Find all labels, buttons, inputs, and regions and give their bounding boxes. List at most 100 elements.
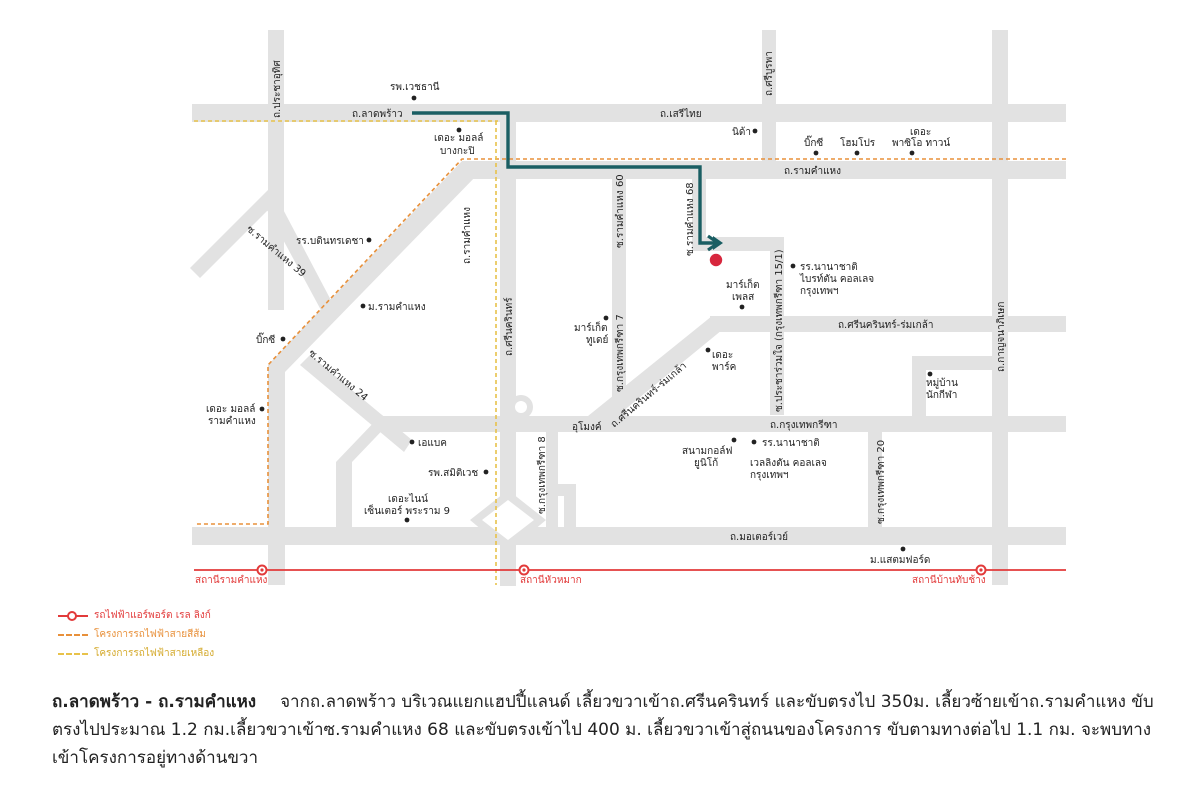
poi-the-nine-2: เซ็นเตอร์ พระราม 9 bbox=[364, 503, 450, 517]
label-seri-thai: ถ.เสรีไทย bbox=[660, 108, 702, 120]
road-nakkila bbox=[912, 356, 1008, 370]
interchange-hole bbox=[482, 500, 534, 540]
road-soi-ram39 bbox=[190, 186, 282, 278]
poi-dot-icon bbox=[366, 237, 372, 243]
legend-airport-link: รถไฟฟ้าแอร์พอร์ต เรล ลิงก์ bbox=[58, 606, 214, 625]
label-soi-pracharuamjai: ซ.ประชาร่วมใจ (กรุงเทพกรีฑา 15/1) bbox=[773, 249, 785, 412]
poi-the-mall-ram-1: เดอะ มอลล์ bbox=[206, 403, 255, 415]
poi-the-nine-1: เดอะไนน์ bbox=[388, 493, 428, 505]
road-srinakarin-romklao-diag bbox=[588, 316, 722, 430]
poi-dot-icon bbox=[909, 150, 915, 156]
road-connector-left bbox=[336, 462, 352, 532]
destination-marker-icon bbox=[709, 253, 723, 267]
label-kanchanaphisek: ถ.กาญจนาภิเษก bbox=[996, 302, 1007, 372]
road-soi-ram39-b bbox=[266, 196, 334, 312]
label-soi-ram68: ซ.รามคำแหง 68 bbox=[685, 182, 696, 256]
poi-the-park-1: เดอะ bbox=[712, 350, 733, 361]
poi-dot-icon bbox=[731, 437, 737, 443]
poi-dot-icon bbox=[900, 546, 906, 552]
poi-the-mall-bangkapi-1: เดอะ มอลล์ bbox=[434, 132, 483, 144]
label-soi-krungthep7: ซ.กรุงเทพกรีฑา 7 bbox=[614, 314, 626, 392]
poi-paseo-1: เดอะ bbox=[910, 127, 931, 138]
poi-unico-2: ยูนิโก้ bbox=[694, 456, 718, 469]
poi-dot-icon bbox=[603, 315, 609, 321]
poi-brighton-1: รร.นานาชาติ bbox=[800, 262, 858, 273]
legend-orange-line-label: โครงการรถไฟฟ้าสายสีส้ม bbox=[94, 629, 206, 640]
poi-unico-1: สนามกอล์ฟ bbox=[682, 445, 732, 457]
poi-dot-icon bbox=[360, 303, 366, 309]
road-ramkhamhaeng-east bbox=[462, 161, 1066, 179]
poi-dot-icon bbox=[739, 304, 745, 310]
poi-brighton-3: กรุงเทพฯ bbox=[800, 286, 839, 297]
poi-market-place-today-1: มาร์เก็ต bbox=[574, 320, 608, 334]
directions-route bbox=[412, 111, 723, 267]
map-legend: รถไฟฟ้าแอร์พอร์ต เรล ลิงก์ โครงการรถไฟฟ้… bbox=[58, 606, 214, 663]
road-soi-krungthep8 bbox=[546, 432, 558, 527]
roundabout-center bbox=[515, 401, 527, 413]
road-network bbox=[190, 30, 1066, 586]
directions-title: ถ.ลาดพร้าว - ถ.รามคำแหง bbox=[52, 692, 257, 712]
route-map: สถานีรามคำแหง สถานีหัวหมาก สถานีบ้านทับช… bbox=[190, 30, 1066, 586]
poi-dot-icon bbox=[404, 517, 410, 523]
poi-dot-icon bbox=[751, 439, 757, 445]
poi-brighton-2: ไบรท์ตัน คอลเลจ bbox=[799, 273, 874, 285]
label-srinakarin-romklao: ถ.ศรีนครินทร์-ร่มเกล้า bbox=[838, 319, 933, 331]
poi-market-place-1: มาร์เก็ต bbox=[726, 277, 760, 291]
poi-the-mall-ram-2: รามคำแหง bbox=[208, 416, 256, 427]
legend-yellow-line-label: โครงการรถไฟฟ้าสายเหลือง bbox=[94, 648, 215, 659]
road-project bbox=[705, 237, 783, 251]
station-label-ban-thap-chang: สถานีบ้านทับช้าง bbox=[912, 574, 986, 586]
road-srinakarin bbox=[500, 104, 516, 586]
label-lat-phrao: ถ.ลาดพร้าว bbox=[352, 108, 403, 120]
poi-bodindecha: รร.บดินทรเดชา bbox=[296, 236, 364, 247]
poi-bigc-left: บิ๊กซี bbox=[256, 332, 275, 346]
road-pracha-uthit bbox=[268, 30, 284, 310]
route-arrow-head bbox=[707, 234, 721, 252]
poi-nakkila-2: นักกีฬา bbox=[926, 389, 957, 401]
poi-wellington-2: เวลลิงตัน คอลเลจ bbox=[750, 458, 827, 469]
road-soi-ram24 bbox=[300, 355, 412, 452]
poi-vejthani: รพ.เวชธานี bbox=[390, 81, 440, 93]
poi-dot-icon bbox=[705, 347, 711, 353]
stations: สถานีรามคำแหง สถานีหัวหมาก สถานีบ้านทับช… bbox=[195, 564, 987, 586]
poi-homepro: โฮมโปร bbox=[840, 136, 876, 149]
points-of-interest: รพ.เวชธานี เดอะ มอลล์ บางกะปิ นิด้า บิ๊ก… bbox=[206, 81, 958, 566]
label-srinakarin: ถ.ศรีนครินทร์ bbox=[503, 297, 515, 356]
station-label-ramkhamhaeng: สถานีรามคำแหง bbox=[195, 574, 268, 586]
poi-dot-icon bbox=[411, 95, 417, 101]
label-ramkhamhaeng-diag: ถ.รามคำแหง bbox=[462, 207, 473, 264]
label-motorway: ถ.มอเตอร์เวย์ bbox=[730, 531, 788, 543]
road-motorway bbox=[192, 527, 1066, 545]
poi-the-mall-bangkapi-2: บางกะปิ bbox=[440, 146, 475, 157]
legend-yellow-line: โครงการรถไฟฟ้าสายเหลือง bbox=[58, 644, 214, 663]
road-nakkila-b bbox=[912, 356, 926, 418]
poi-wellington-1: รร.นานาชาติ bbox=[762, 438, 820, 449]
poi-ramkhamhaeng-univ: ม.รามคำแหง bbox=[368, 302, 426, 313]
road-sriburapha bbox=[762, 30, 776, 162]
label-ramkhamhaeng: ถ.รามคำแหง bbox=[784, 166, 841, 177]
label-soi-ram60: ซ.รามคำแหง 60 bbox=[615, 174, 626, 248]
orange-dash-icon bbox=[58, 630, 88, 640]
station-icon bbox=[522, 568, 526, 572]
poi-dot-icon bbox=[854, 150, 860, 156]
airport-link-icon bbox=[58, 610, 88, 621]
transit-lines bbox=[194, 120, 1066, 585]
road-soi-ram60 bbox=[612, 171, 626, 416]
legend-orange-line: โครงการรถไฟฟ้าสายสีส้ม bbox=[58, 625, 214, 644]
directions-description: ถ.ลาดพร้าว - ถ.รามคำแหงจากถ.ลาดพร้าว บริ… bbox=[52, 688, 1162, 772]
road-soi-krungthep20 bbox=[868, 432, 882, 527]
poi-the-park-2: พาร์ค bbox=[712, 361, 736, 373]
poi-dot-icon bbox=[409, 439, 415, 445]
label-soi-krungthep8: ซ.กรุงเทพกรีฑา 8 bbox=[536, 436, 548, 514]
road-lat-phrao bbox=[192, 104, 1066, 122]
poi-dot-icon bbox=[456, 127, 462, 133]
label-soi-krungthep20: ซ.กรุงเทพกรีฑา 20 bbox=[875, 440, 887, 524]
poi-wellington-3: กรุงเทพฯ bbox=[750, 470, 789, 481]
road-ramkhamhaeng-diag bbox=[268, 161, 480, 585]
poi-dot-icon bbox=[752, 128, 758, 134]
label-krungthep-kritha: ถ.กรุงเทพกรีฑา bbox=[770, 419, 838, 431]
station-icon bbox=[979, 568, 983, 572]
poi-paseo-2: พาซิโอ ทาวน์ bbox=[892, 136, 950, 149]
poi-bigc-top: บิ๊กซี bbox=[804, 135, 823, 149]
poi-dot-icon bbox=[259, 406, 265, 412]
